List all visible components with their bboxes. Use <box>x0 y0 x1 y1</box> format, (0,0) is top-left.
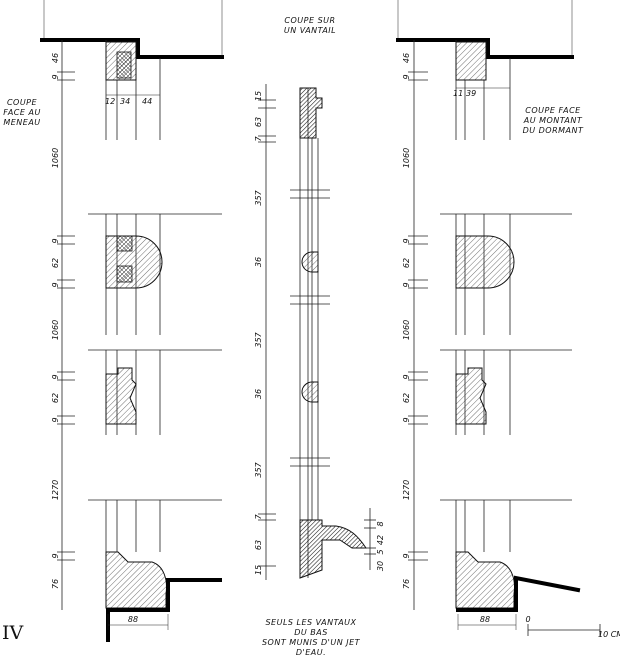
svg-text:44: 44 <box>142 97 152 106</box>
right-sill-profile <box>455 551 515 609</box>
svg-text:36: 36 <box>254 257 263 267</box>
svg-text:1060: 1060 <box>402 148 411 168</box>
svg-text:357: 357 <box>254 189 263 205</box>
right-top-wall <box>396 38 574 59</box>
right-title: COUPE FACE AU MONTANT DU DORMANT <box>522 106 584 135</box>
svg-text:63: 63 <box>254 117 263 127</box>
svg-text:36: 36 <box>254 389 263 399</box>
svg-text:9: 9 <box>402 238 411 243</box>
center-dim-ticks <box>258 99 276 567</box>
svg-text:5: 5 <box>376 549 385 554</box>
left-title: COUPE FACE AU MENEAU <box>3 98 41 127</box>
svg-text:46: 46 <box>402 53 411 63</box>
center-vertical-dims: 15 7 63 357 36 357 36 357 7 63 15 <box>254 91 263 575</box>
plate-number: IV <box>2 622 24 644</box>
right-vertical-dims: 46 9 1060 9 62 9 1060 9 62 9 1270 9 76 <box>402 53 411 589</box>
scale-bar: 0 10 CM <box>525 615 620 639</box>
svg-text:9: 9 <box>402 282 411 287</box>
svg-text:9: 9 <box>51 238 60 243</box>
center-muntin-2 <box>301 381 319 403</box>
svg-text:76: 76 <box>51 579 60 589</box>
right-section: 46 9 1060 9 62 9 1060 9 62 9 1270 9 76 1… <box>396 0 581 630</box>
center-right-dims: 8 42 5 30 <box>364 508 385 571</box>
left-sill-profile <box>105 551 167 609</box>
center-title: COUPE SUR UN VANTAIL <box>283 16 337 35</box>
svg-text:15: 15 <box>254 91 263 101</box>
svg-text:62: 62 <box>51 393 60 403</box>
svg-text:8: 8 <box>376 521 385 526</box>
svg-text:1060: 1060 <box>51 320 60 340</box>
right-mullion-profile <box>455 235 515 289</box>
svg-text:357: 357 <box>254 331 263 347</box>
svg-text:62: 62 <box>402 393 411 403</box>
svg-text:12: 12 <box>105 97 115 106</box>
bottom-note: SEULS LES VANTAUX DU BAS SONT MUNIS D'UN… <box>261 618 361 657</box>
svg-text:9: 9 <box>51 417 60 422</box>
center-top-rail <box>299 87 323 139</box>
svg-text:9: 9 <box>402 374 411 379</box>
svg-text:39: 39 <box>466 89 476 98</box>
left-vertical-dims: 46 9 1060 9 62 9 1060 9 62 9 1270 9 76 <box>51 53 60 589</box>
svg-text:63: 63 <box>254 540 263 550</box>
svg-text:62: 62 <box>402 258 411 268</box>
svg-text:9: 9 <box>402 553 411 558</box>
svg-text:1270: 1270 <box>402 480 411 500</box>
right-bottom-horizontal-dim: 88 <box>457 614 517 630</box>
svg-text:46: 46 <box>51 53 60 63</box>
right-bottom-wall <box>456 575 581 612</box>
left-top-horizontal-dims: 12 34 44 <box>105 94 160 106</box>
svg-text:1060: 1060 <box>402 320 411 340</box>
center-section: 15 7 63 357 36 357 36 357 7 63 15 8 42 5… <box>254 84 385 580</box>
right-transom-profile <box>455 367 487 425</box>
svg-text:30: 30 <box>376 561 385 571</box>
center-bottom-rail <box>299 519 367 579</box>
svg-text:88: 88 <box>480 615 490 624</box>
svg-text:76: 76 <box>402 579 411 589</box>
left-transom-profile <box>105 367 137 425</box>
svg-text:9: 9 <box>51 282 60 287</box>
right-head-profile <box>455 41 487 81</box>
svg-text:9: 9 <box>51 374 60 379</box>
svg-text:11: 11 <box>453 89 463 98</box>
svg-text:9: 9 <box>402 417 411 422</box>
left-section: 46 9 1060 9 62 9 1060 9 62 9 1270 9 76 1… <box>40 0 224 642</box>
svg-text:7: 7 <box>254 136 263 142</box>
left-top-wall <box>40 38 224 59</box>
svg-text:9: 9 <box>51 553 60 558</box>
scale-end: 10 CM <box>598 630 620 639</box>
svg-text:7: 7 <box>254 514 263 520</box>
right-top-horizontal-dims: 11 39 <box>453 87 510 98</box>
svg-text:62: 62 <box>51 258 60 268</box>
svg-text:9: 9 <box>402 74 411 79</box>
svg-text:15: 15 <box>254 565 263 575</box>
svg-text:42: 42 <box>376 535 385 545</box>
svg-text:88: 88 <box>128 615 138 624</box>
left-dim-ticks <box>57 71 75 561</box>
svg-text:9: 9 <box>51 74 60 79</box>
left-mullion-profile-1 <box>105 235 163 289</box>
svg-text:34: 34 <box>120 97 130 106</box>
svg-text:1270: 1270 <box>51 480 60 500</box>
center-muntin-1 <box>301 251 319 273</box>
right-dim-ticks <box>408 71 428 561</box>
svg-text:1060: 1060 <box>51 148 60 168</box>
left-bottom-horizontal-dim: 88 <box>107 614 169 630</box>
svg-text:357: 357 <box>254 461 263 477</box>
scale-start: 0 <box>525 615 530 624</box>
